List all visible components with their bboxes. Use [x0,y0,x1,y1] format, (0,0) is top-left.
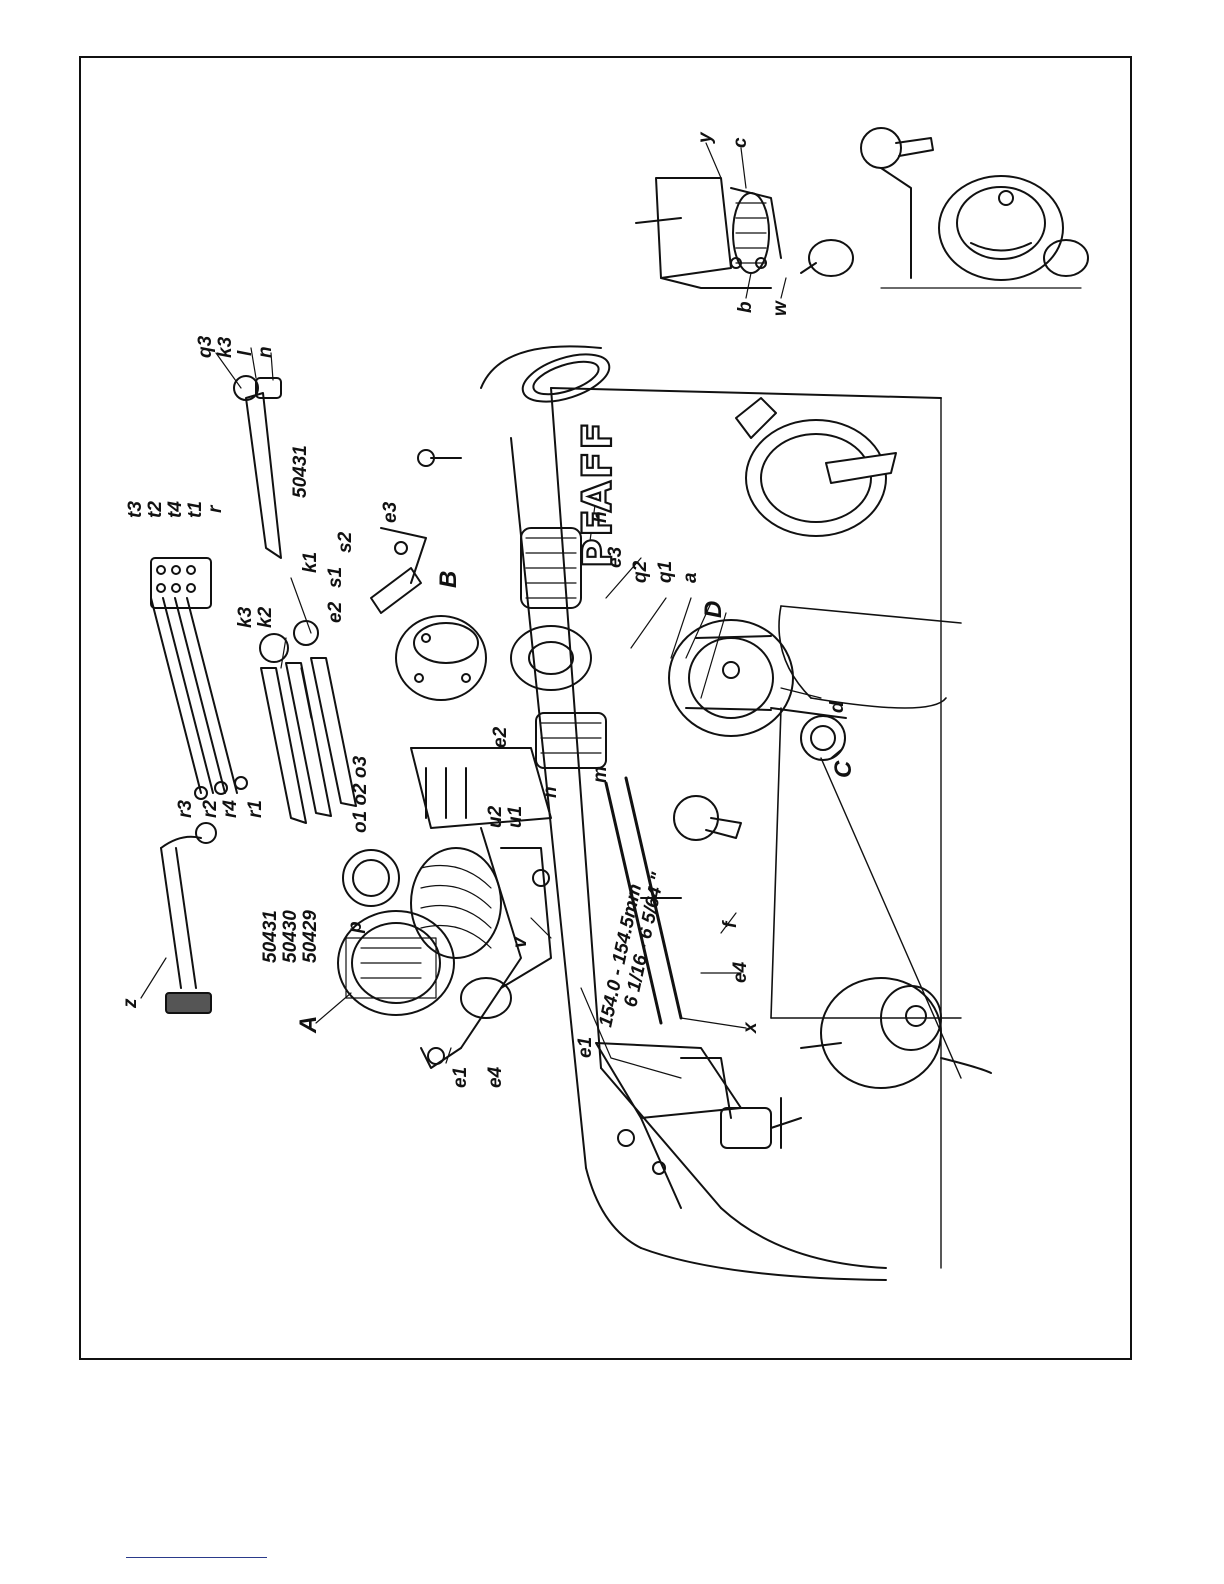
label-n: n [540,786,561,798]
inset-dial [861,128,1088,288]
label-e3-top: e3 [380,501,401,523]
label-w: w [770,300,791,316]
label-t4: t4 [165,501,186,518]
label-k2: k2 [255,606,276,628]
rod-stack [151,558,247,799]
label-u2: u2 [485,805,506,828]
label-e1-left: e1 [450,1067,471,1088]
label-50429: 50429 [300,910,321,963]
lever-stack-left [260,621,356,823]
label-r4: r4 [220,800,241,818]
label-l: l [235,350,256,356]
lower-drum [801,978,991,1088]
label-s2: s2 [335,531,356,553]
label-a: a [680,572,701,583]
label-e3: e3 [605,546,626,568]
label-q3: q3 [195,335,216,358]
label-50430: 50430 [280,910,301,963]
label-e4: e4 [730,961,751,983]
label-k1: k1 [300,552,321,573]
lever-50431-top [234,376,281,558]
label-C: C [830,760,857,778]
label-b: b [735,301,756,313]
label-q2: q2 [630,560,651,583]
part-B [396,616,486,700]
label-r2: r2 [200,800,221,818]
label-y: y [695,131,716,144]
body-knob [674,796,741,840]
label-r: r [205,504,226,513]
label-B: B [435,571,462,588]
label-c: c [730,137,751,148]
exploded-view-drawing: PFAFF 154.0 - 154.5mm 6 1/16 - 6 5/64 " … [81,58,1132,1360]
label-k3-top: k3 [215,336,236,358]
label-e2-top: e2 [325,601,346,623]
stitch-dial [736,398,896,536]
label-e1: e1 [575,1037,596,1058]
label-v: v [510,936,531,948]
label-r3: r3 [175,800,196,818]
lever-e3 [371,528,426,613]
label-e2: e2 [490,726,511,748]
label-e4-left: e4 [485,1066,506,1088]
dial-D [669,620,846,760]
brand-logo-text: PFAFF [575,420,621,568]
label-h: h [590,511,611,523]
label-D: D [700,601,727,618]
part-z [161,823,216,1013]
figure-frame: PFAFF 154.0 - 154.5mm 6 1/16 - 6 5/64 " … [79,56,1132,1360]
label-p: p [345,921,366,934]
label-d: d [827,701,848,713]
footer-rule [126,1557,267,1558]
label-t1: t1 [185,501,206,518]
label-t3: t3 [125,501,146,518]
label-o1-o2-o3: o1 o2 o3 [350,755,371,833]
inset-presser [636,178,853,288]
label-t2: t2 [145,501,166,518]
label-50431-top: 50431 [290,445,311,498]
label-n-top: n [255,346,276,358]
label-q1: q1 [655,561,676,583]
label-s1: s1 [325,567,346,588]
label-k3: k3 [235,606,256,628]
label-50431: 50431 [260,910,281,963]
label-group: PFAFF 154.0 - 154.5mm 6 1/16 - 6 5/64 " … [120,131,857,1088]
label-x: x [740,1021,761,1034]
label-A: A [295,1016,322,1034]
label-u1: u1 [505,806,526,828]
label-z: z [120,998,141,1009]
label-r1: r1 [245,800,266,818]
label-m: m [590,766,611,783]
